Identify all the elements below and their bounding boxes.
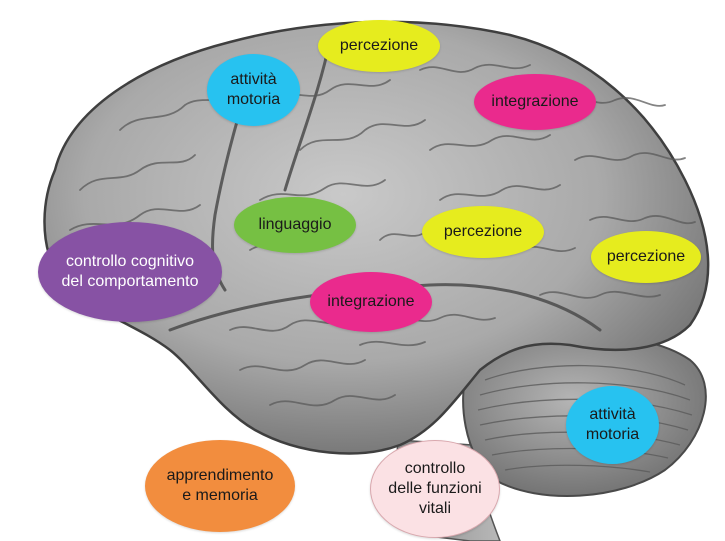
label-attivita-motoria-top: attività motoria (207, 54, 300, 126)
label-integrazione-mid: integrazione (310, 272, 432, 332)
label-attivita-motoria-bottom: attività motoria (566, 386, 659, 464)
label-percezione-right: percezione (591, 231, 701, 283)
label-integrazione-top: integrazione (474, 74, 596, 130)
label-apprendimento-memoria: apprendimento e memoria (145, 440, 295, 532)
label-controllo-funzioni-vitali: controllo delle funzioni vitali (370, 440, 500, 538)
label-controllo-cognitivo: controllo cognitivo del comportamento (38, 222, 222, 322)
label-percezione-top: percezione (318, 20, 440, 72)
label-percezione-mid: percezione (422, 206, 544, 258)
label-linguaggio: linguaggio (234, 197, 356, 253)
